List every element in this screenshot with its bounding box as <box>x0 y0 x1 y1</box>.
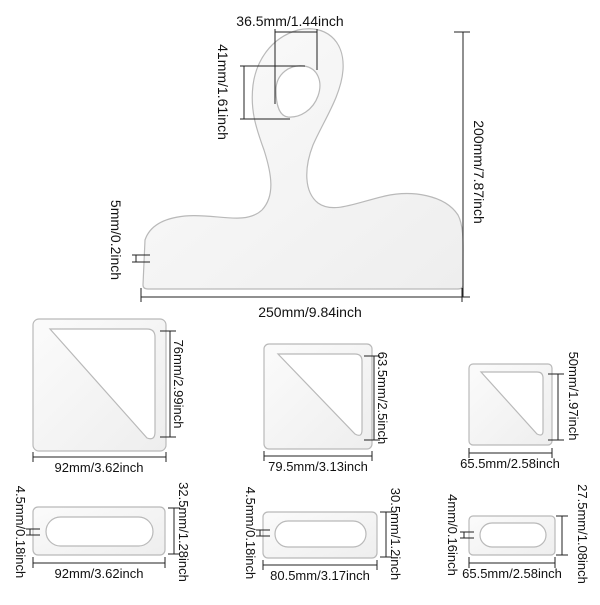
slot-frame-medium <box>262 511 378 559</box>
slot-medium-width-label: 80.5mm/3.17inch <box>270 568 370 583</box>
triangle-frame-small <box>468 363 553 446</box>
tri-small-height-label: 50mm/1.97inch <box>566 352 581 441</box>
slot-frame-small <box>468 515 556 556</box>
slot-dimension-lines <box>26 507 568 570</box>
slot-medium-height-label: 30.5mm/1.2inch <box>388 488 403 581</box>
tri-medium-width-label: 79.5mm/3.13inch <box>268 459 368 474</box>
slot-small-height-label: 27.5mm/1.08inch <box>575 484 590 584</box>
handle-height-label: 41mm/1.61inch <box>215 44 231 140</box>
slot-large-width-label: 92mm/3.62inch <box>55 566 144 581</box>
tri-large-height-label: 76mm/2.99inch <box>171 340 186 429</box>
slot-frame-large <box>32 506 166 556</box>
slot-large-gap-label: 4.5mm/0.18inch <box>13 486 28 579</box>
squeegee-hole <box>275 65 321 118</box>
overall-width-label: 250mm/9.84inch <box>258 304 362 320</box>
slot-large-height-label: 32.5mm/1.28inch <box>176 482 191 582</box>
tri-medium-height-label: 63.5mm/2.5inch <box>375 352 390 445</box>
handle-width-label: 36.5mm/1.44inch <box>236 13 343 29</box>
squeegee-tool <box>142 28 464 290</box>
triangle-frame-medium <box>263 343 373 450</box>
slot-small-gap-label: 4mm/0.16inch <box>445 494 460 576</box>
squeegee-dimension-lines <box>132 29 470 302</box>
overall-height-label: 200mm/7.87inch <box>471 120 487 224</box>
triangle-dimension-lines <box>32 330 564 462</box>
triangle-frame-large <box>32 318 167 452</box>
tri-large-width-label: 92mm/3.62inch <box>55 460 144 475</box>
slot-small-width-label: 65.5mm/2.58inch <box>462 566 562 581</box>
slot-medium-gap-label: 4.5mm/0.18inch <box>243 487 258 580</box>
base-thickness-label: 5mm/0.2inch <box>108 200 124 280</box>
tri-small-width-label: 65.5mm/2.58inch <box>460 456 560 471</box>
